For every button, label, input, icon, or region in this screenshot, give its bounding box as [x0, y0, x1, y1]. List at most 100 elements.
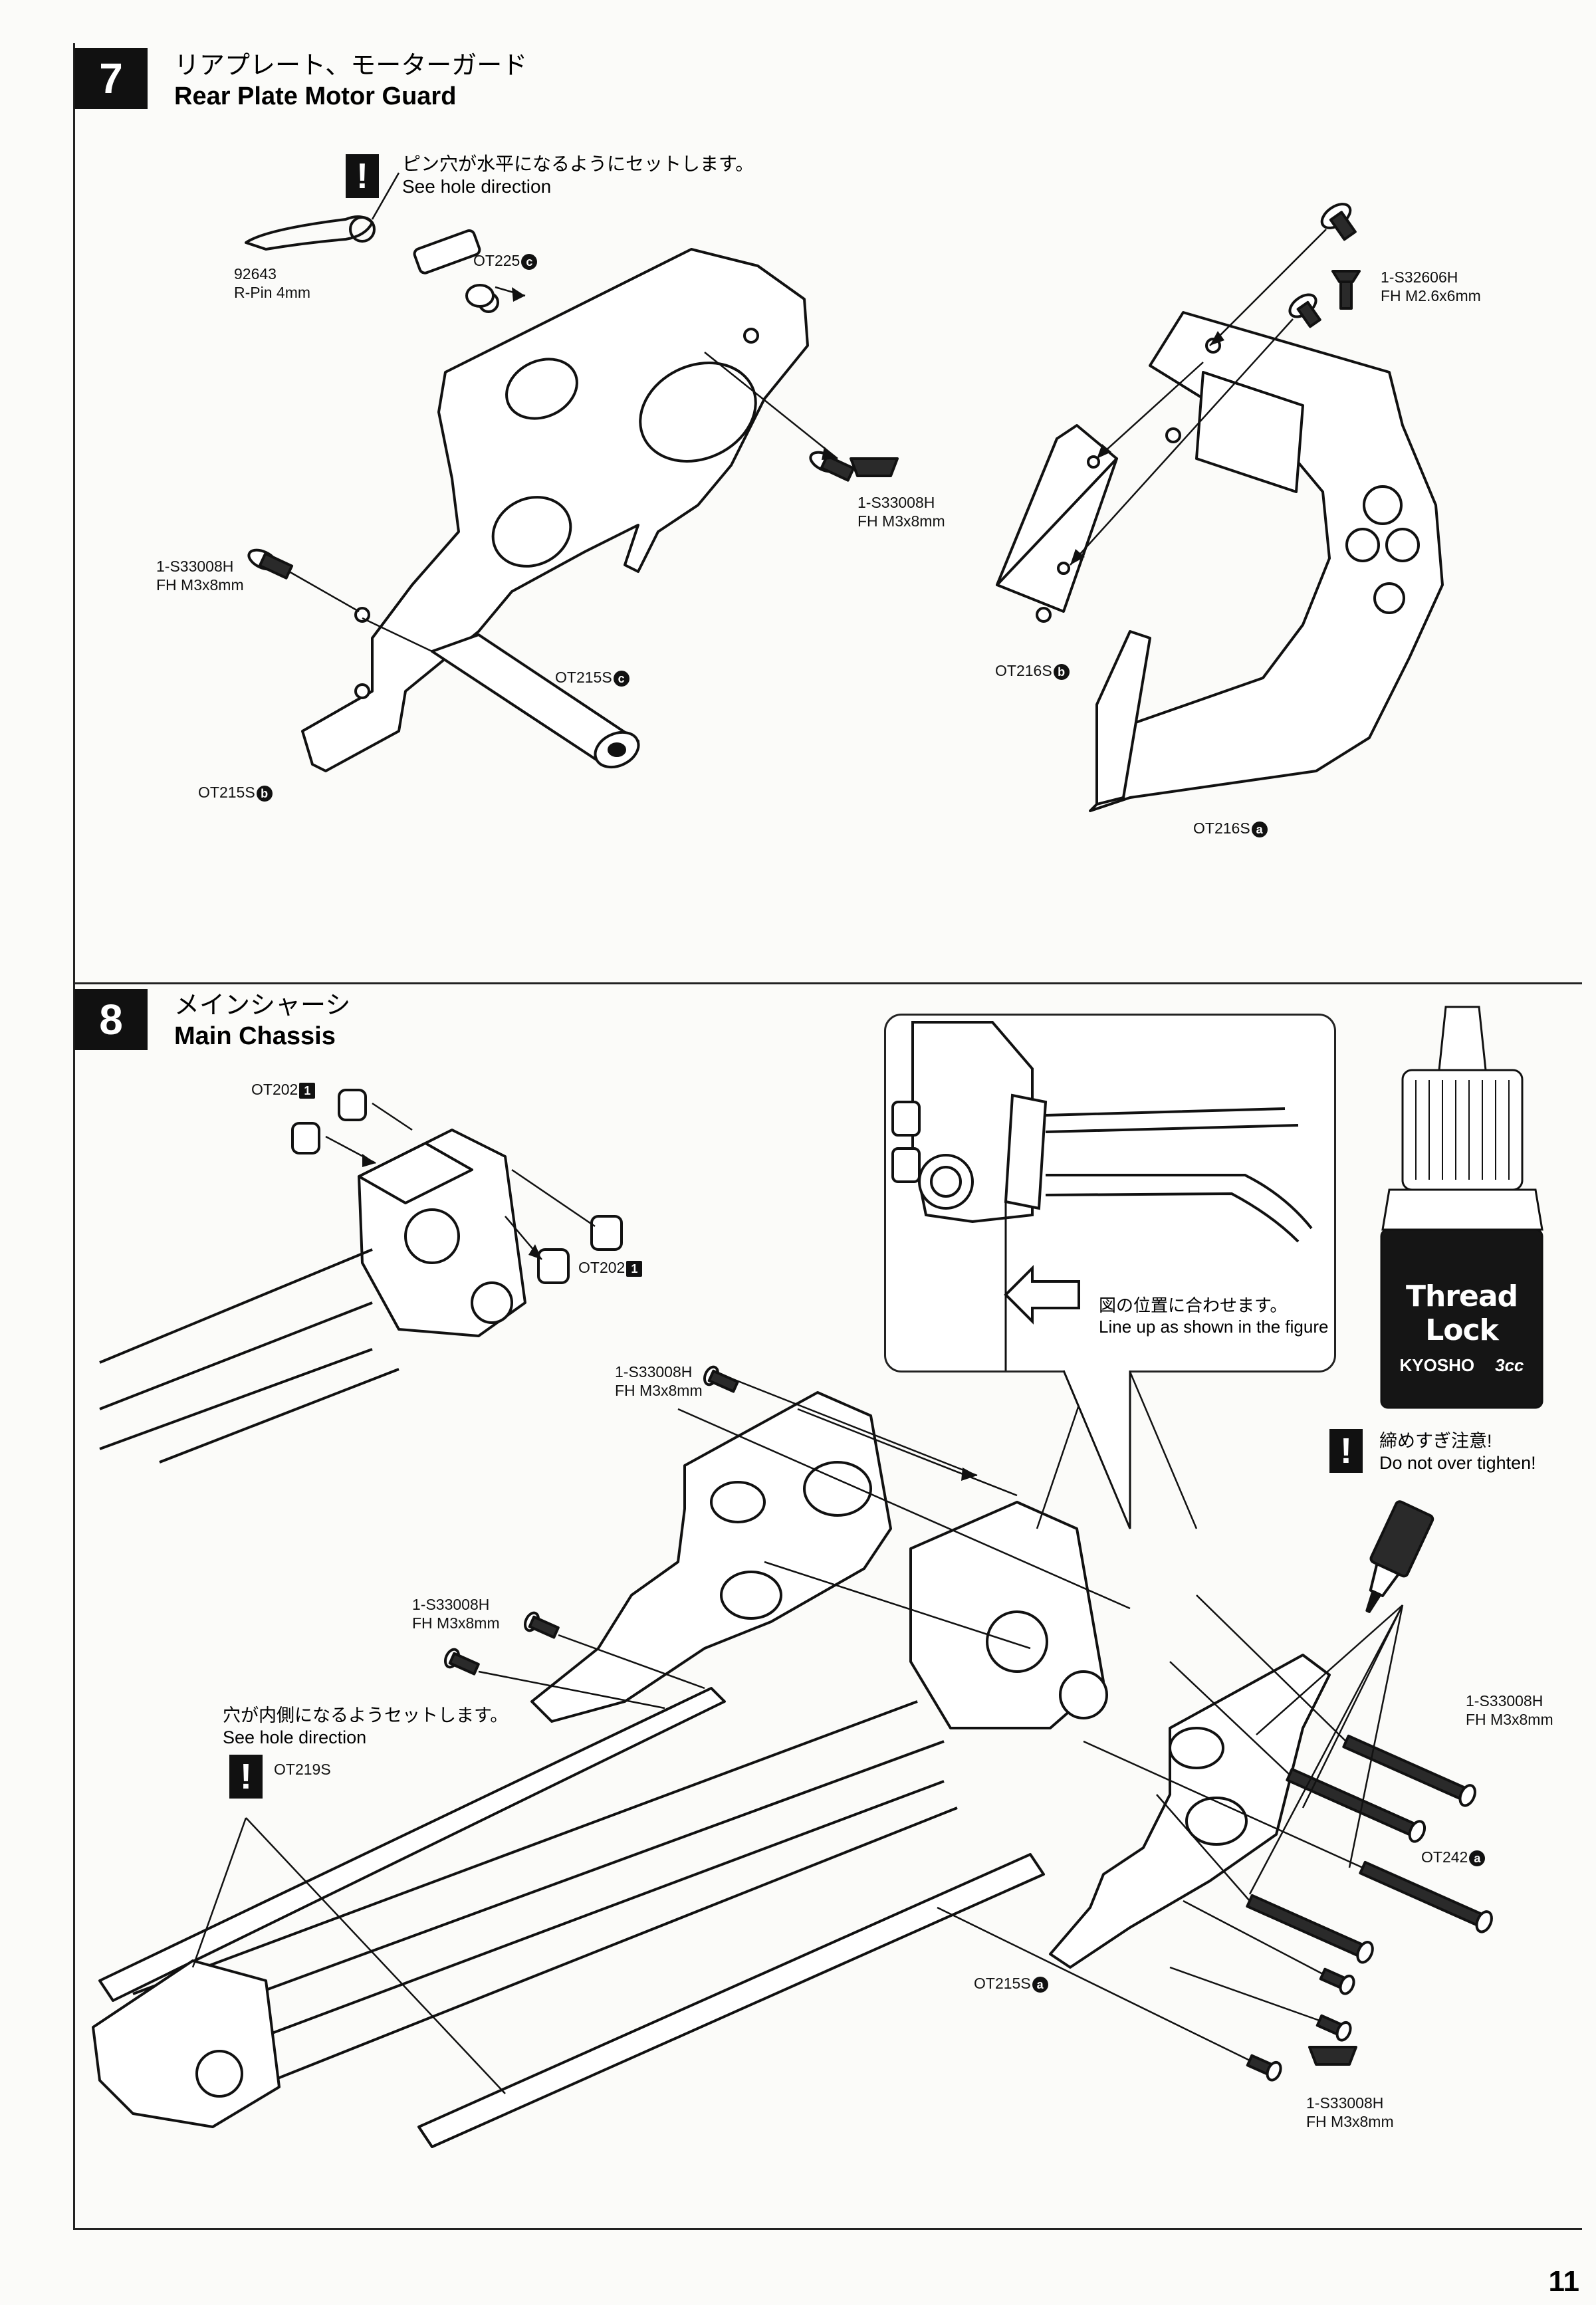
hole-direction-jp: 穴が内側になるようセットします。	[223, 1705, 509, 1725]
label-ot216-a-code: OT216S	[1193, 820, 1250, 837]
chassis-rails	[132, 1700, 958, 2095]
rear-plate-step8	[530, 1391, 892, 1723]
label-ot225-code: OT225	[473, 252, 520, 269]
step-8-badge: 8	[74, 989, 148, 1050]
overtighten-warning-text: 締めすぎ注意! Do not over tighten!	[1379, 1430, 1536, 1474]
label-screw-top-code: 1-S33008H	[615, 1363, 693, 1380]
label-screw-b: 1-S33008H FH M3x8mm	[156, 557, 244, 594]
thread-lock-small-bottle	[1365, 1500, 1434, 1613]
side-rail-left	[98, 1687, 726, 2002]
thread-lock-volume: 3cc	[1495, 1355, 1524, 1375]
label-screw-b-name: FH M3x8mm	[156, 576, 244, 594]
warning-icon: !	[1329, 1429, 1363, 1473]
label-screw-mid-code: 1-S33008H	[412, 1596, 490, 1613]
motor-guard	[1089, 311, 1444, 812]
label-rpin-name: R-Pin 4mm	[234, 284, 311, 301]
label-screw-right: 1-S33008H FH M3x8mm	[1466, 1692, 1553, 1729]
screw-short-2	[1315, 2014, 1352, 2042]
step-divider	[73, 982, 1582, 984]
label-screw-mid: 1-S33008H FH M3x8mm	[412, 1595, 500, 1632]
thread-lock-maker: KYOSHO	[1399, 1355, 1475, 1375]
label-screw-a-code: 1-S33008H	[857, 494, 935, 511]
long-screw-d	[1246, 1894, 1374, 1964]
screw-sample-fh-m26x6	[1331, 270, 1361, 310]
callout-text-en: Line up as shown in the figure	[1099, 1317, 1329, 1337]
step-7-title: リアプレート、モーターガード Rear Plate Motor Guard	[174, 51, 527, 112]
overtighten-warning: !	[1329, 1429, 1363, 1473]
label-ot215-b-code: OT215S	[198, 784, 255, 801]
side-rail-right	[417, 1853, 1045, 2148]
screw-sample-fh-m3x8	[850, 457, 899, 477]
part-badge: c	[521, 253, 538, 270]
label-screw-c-name: FH M2.6x6mm	[1381, 287, 1481, 304]
long-screw-a	[1342, 1734, 1476, 1807]
step-7-note: !	[346, 154, 379, 198]
label-screw-bottom-code: 1-S33008H	[1306, 2094, 1384, 2112]
label-ot215-a-code: OT215S	[974, 1975, 1031, 1992]
label-screw-bottom-name: FH M3x8mm	[1306, 2113, 1394, 2130]
part-badge: 1	[299, 1082, 316, 1099]
callout-text: 図の位置に合わせます。 Line up as shown in the figu…	[1099, 1295, 1328, 1337]
label-screw-top: 1-S33008H FH M3x8mm	[615, 1363, 703, 1400]
label-screw-c: 1-S32606H FH M2.6x6mm	[1381, 268, 1481, 305]
step-7-note-en: See hole direction	[402, 176, 552, 197]
label-screw-right-code: 1-S33008H	[1466, 1692, 1543, 1709]
hole-direction-icon: !	[229, 1755, 263, 1799]
label-rpin: 92643 R-Pin 4mm	[234, 265, 310, 302]
bearing-ot202-a	[291, 1122, 320, 1154]
step-8-title-jp: メインシャーシ	[174, 992, 351, 1020]
part-badge: c	[613, 670, 629, 687]
label-screw-top-name: FH M3x8mm	[615, 1382, 703, 1399]
label-ot202-right-code: OT202	[578, 1259, 626, 1276]
guard-lower-tab	[1095, 630, 1151, 806]
screw-sample-bottom	[1308, 2046, 1357, 2066]
label-screw-bottom: 1-S33008H FH M3x8mm	[1306, 2094, 1394, 2131]
label-screw-mid-name: FH M3x8mm	[412, 1614, 500, 1632]
overtighten-warning-en: Do not over tighten!	[1379, 1453, 1536, 1473]
part-badge: b	[256, 785, 273, 802]
part-badge: a	[1032, 1976, 1048, 1993]
thread-lock-brand: Thread Lock	[1405, 1279, 1518, 1347]
part-badge: a	[1469, 1850, 1486, 1866]
part-badge: 1	[626, 1260, 643, 1277]
label-ot202-top-code: OT202	[251, 1081, 298, 1098]
screw-short-5	[523, 1611, 560, 1639]
step-7-note-jp: ピン穴が水平になるようにセットします。	[402, 154, 754, 174]
warning-icon: !	[229, 1755, 263, 1799]
hole-direction-note: 穴が内側になるようセットします。 See hole direction	[223, 1705, 508, 1749]
label-ot242-code: OT242	[1421, 1848, 1468, 1866]
thread-lock-sub: KYOSHO 3cc	[1383, 1355, 1541, 1376]
label-screw-c-code: 1-S32606H	[1381, 269, 1458, 286]
screw-short-3	[1246, 2054, 1282, 2082]
label-screw-right-name: FH M3x8mm	[1466, 1711, 1553, 1728]
part-badge: a	[1251, 821, 1268, 837]
label-rpin-code: 92643	[234, 265, 277, 282]
step-7-title-en: Rear Plate Motor Guard	[174, 82, 457, 110]
step-7-title-jp: リアプレート、モーターガード	[174, 52, 528, 80]
warning-icon: !	[346, 154, 379, 198]
label-ot215-c-code: OT215S	[555, 669, 612, 686]
label-screw-b-code: 1-S33008H	[156, 558, 234, 575]
page-number: 11	[1548, 2265, 1579, 2298]
bearing-ot202-d	[537, 1248, 570, 1284]
detail-callout: 図の位置に合わせます。 Line up as shown in the figu…	[884, 1014, 1336, 1372]
screw-guard-top	[1320, 203, 1357, 241]
step-7-note-text: ピン穴が水平になるようにセットします。 See hole direction	[402, 153, 754, 198]
page-frame	[73, 43, 1582, 2230]
bearing-ot202-c	[590, 1215, 623, 1251]
pin-ot225	[413, 229, 481, 274]
label-screw-a: 1-S33008H FH M3x8mm	[857, 493, 945, 530]
callout-text-jp: 図の位置に合わせます。	[1099, 1295, 1288, 1315]
callout-illustration	[891, 1021, 1313, 1371]
